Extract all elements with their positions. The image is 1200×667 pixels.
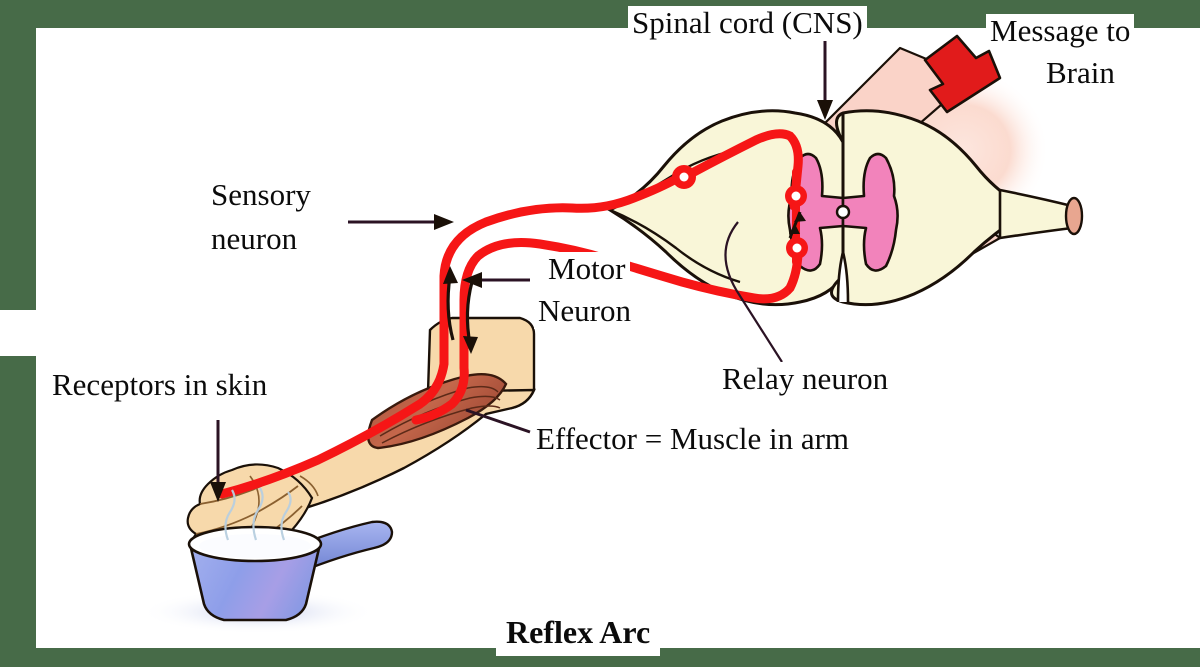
label-spinal-cord: Spinal cord (CNS)	[628, 6, 867, 41]
label-receptors-in-skin: Receptors in skin	[48, 368, 272, 403]
figure-title: Reflex Arc	[496, 614, 661, 656]
saucepan	[140, 487, 394, 634]
label-sensory-neuron-line1: Sensory	[207, 178, 315, 213]
right-white-fill	[1164, 28, 1200, 648]
label-effector: Effector = Muscle in arm	[532, 422, 854, 457]
leader-lines	[216, 36, 827, 494]
relay-neuron-cell-bodies	[785, 185, 808, 259]
label-motor-neuron-line1: Motor	[544, 252, 630, 287]
central-canal-dot	[835, 204, 851, 220]
label-message-to-brain-line2: Brain	[1042, 56, 1119, 91]
label-message-to-brain-line1: Message to	[986, 14, 1135, 49]
relay-neuron-leader	[724, 221, 783, 363]
label-motor-neuron-line2: Neuron	[534, 294, 635, 329]
label-relay-neuron: Relay neuron	[718, 362, 893, 397]
left-border-notch	[0, 310, 38, 356]
effector-leader	[465, 408, 531, 434]
message-to-brain-arrow	[923, 34, 1002, 114]
leader-arrowheads	[210, 100, 833, 502]
label-sensory-neuron-line2: neuron	[207, 222, 302, 257]
spinal-cord-cross-section	[606, 109, 1084, 307]
steam	[224, 487, 292, 541]
impulse-direction-arrows	[443, 266, 478, 354]
